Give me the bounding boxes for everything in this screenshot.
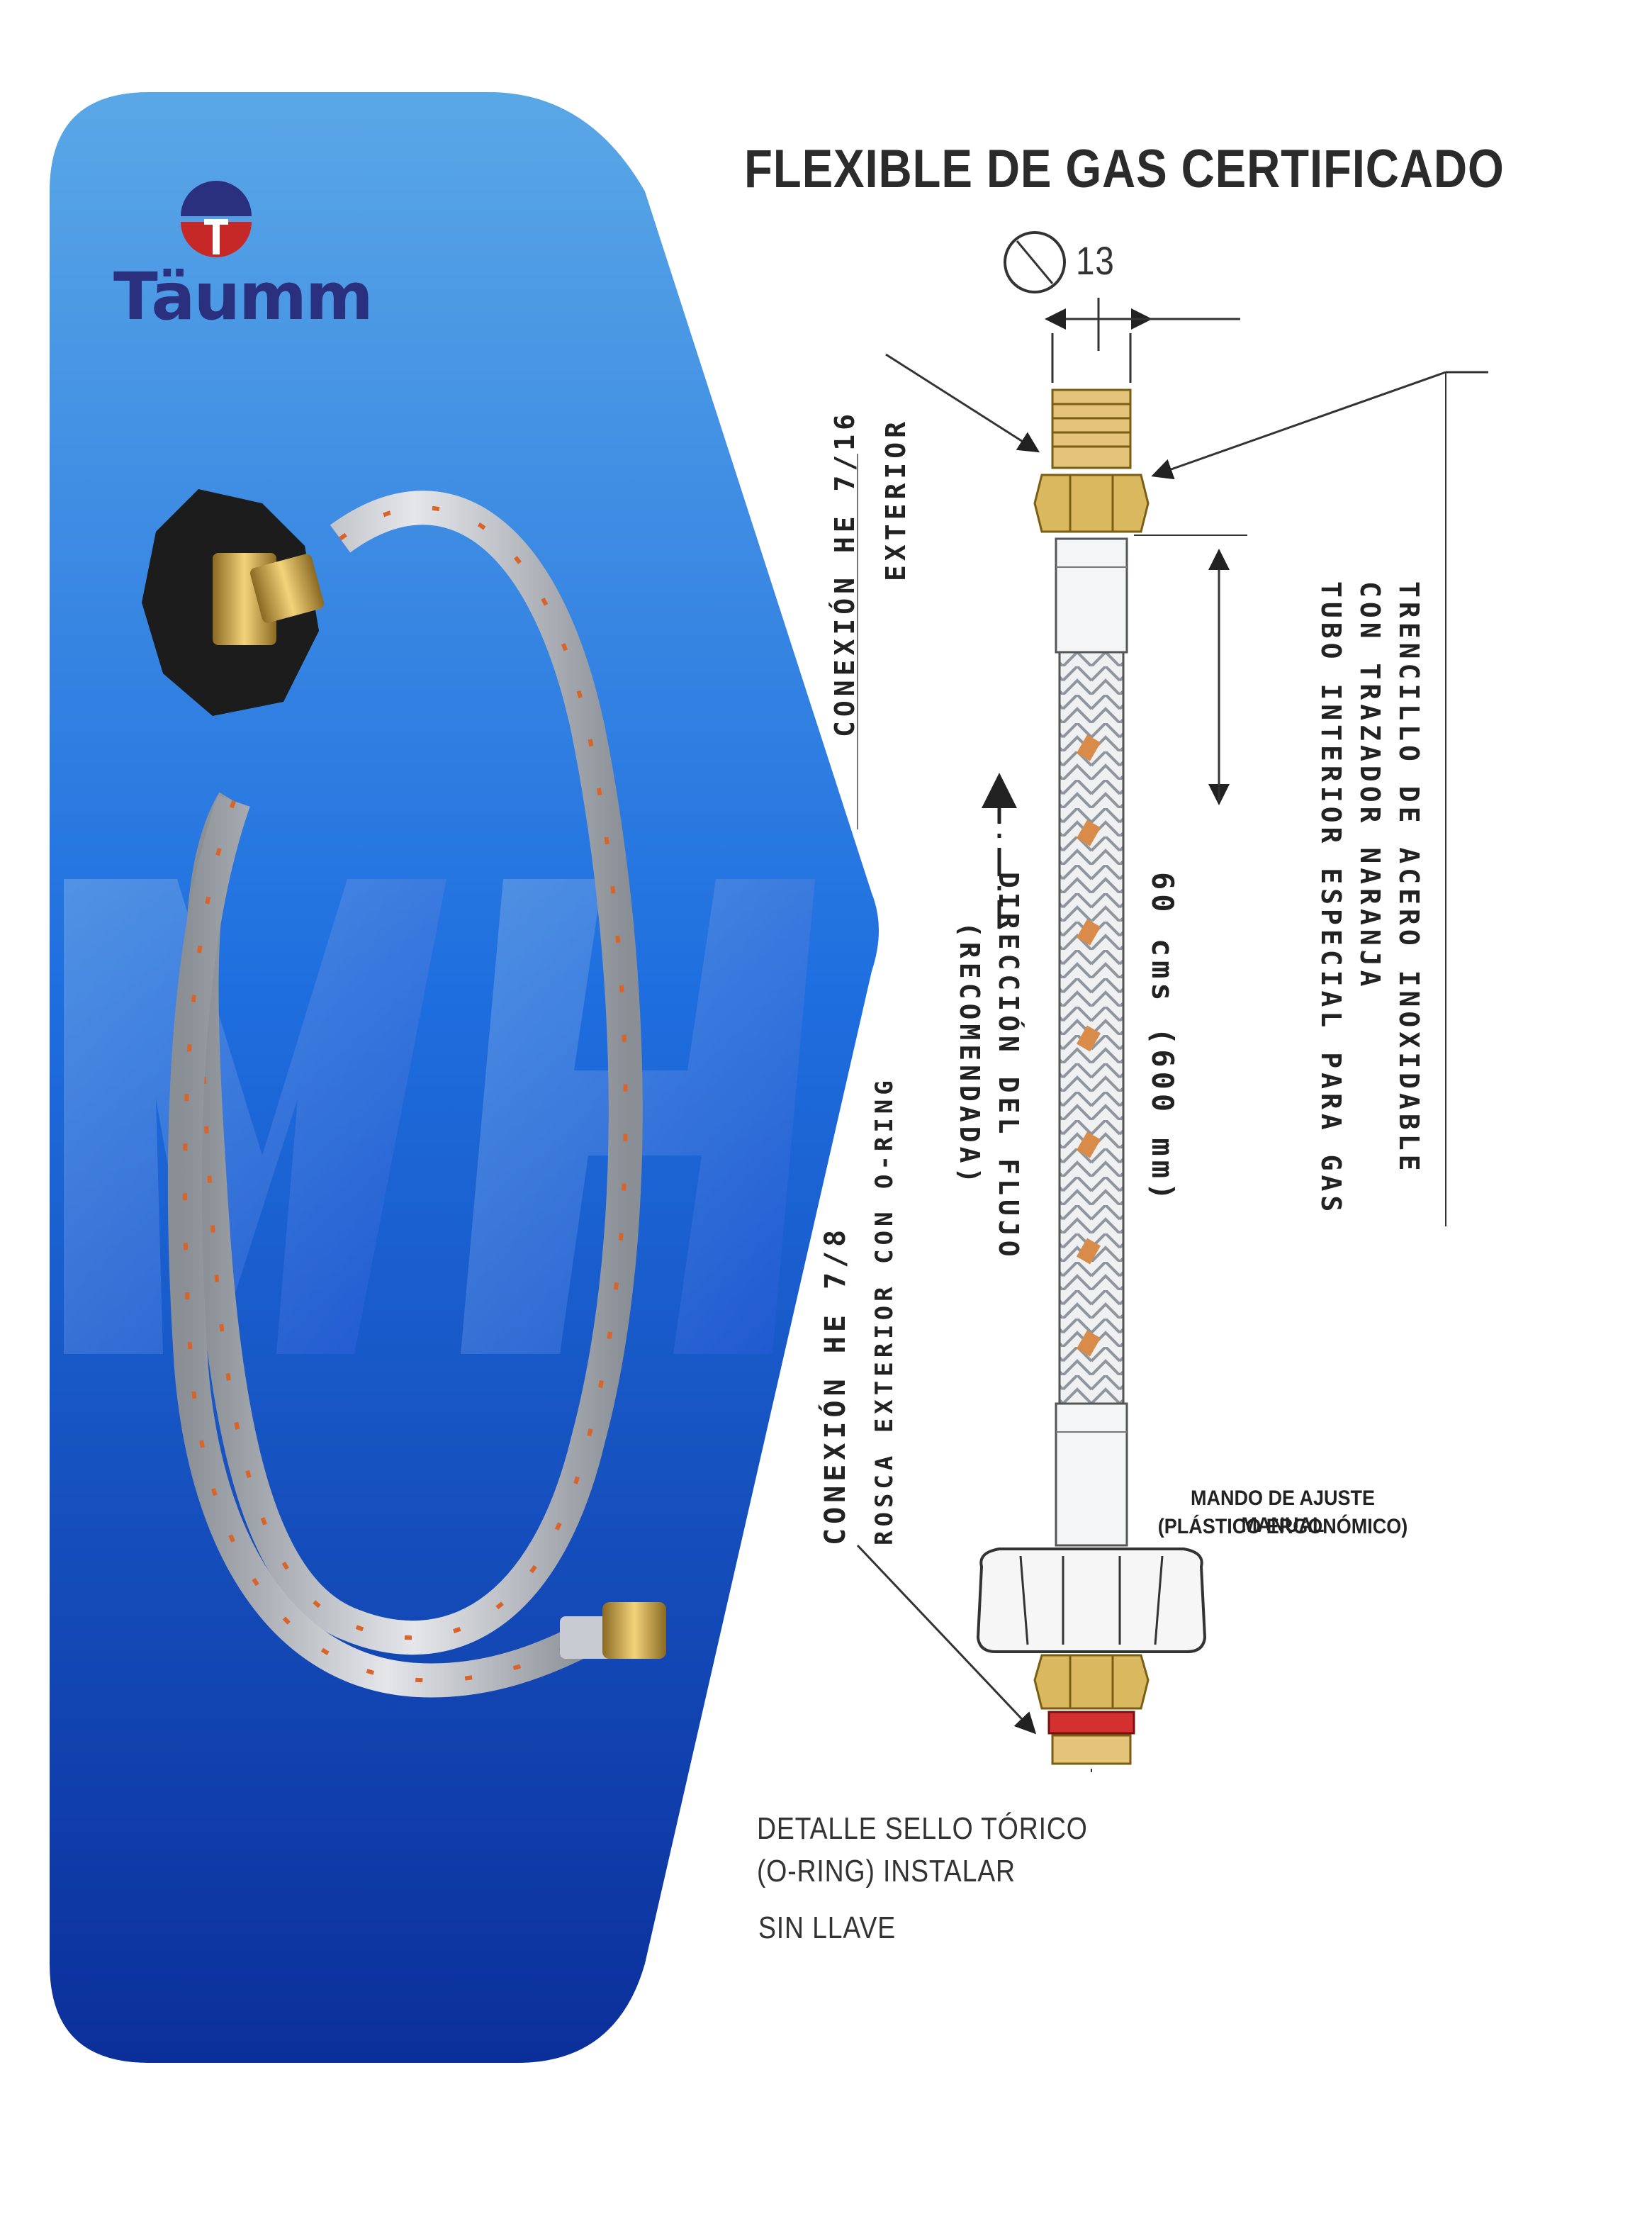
diameter-value: 13 (1076, 238, 1115, 283)
bottom-connection-label: CONEXIÓN HE 7/8 (819, 1225, 852, 1545)
bottom-connection-thread: ROSCA EXTERIOR CON O-RING (870, 1076, 899, 1545)
no-key-label: SIN LLAVE (758, 1910, 897, 1945)
material-label-1: TRENCILLO DE ACERO INOXIDABLE (1393, 581, 1425, 1175)
page-title: FLEXIBLE DE GAS CERTIFICADO (744, 139, 1505, 199)
oring-label-1: DETALLE SELLO TÓRICO (757, 1811, 1088, 1846)
hose-photo (142, 489, 666, 1698)
material-label-3: TUBO INTERIOR ESPECIAL PARA GAS (1315, 581, 1347, 1216)
top-connection-exterior: EXTERIOR (880, 417, 911, 581)
top-connection-label: CONEXIÓN HE 7/16 (829, 409, 860, 737)
flow-direction-label: DIRECCIÓN DEL FLUJO (993, 872, 1024, 1261)
diameter-icon (1004, 231, 1066, 293)
knob-label-1: MANDO DE AJUSTE MANUAL (1190, 1487, 1376, 1537)
taumm-logo-icon (181, 181, 252, 257)
hose-diagram (856, 231, 1488, 1772)
material-label-2: CON TRAZADOR NARANJA (1354, 581, 1386, 991)
knob-label-2: (PLÁSTICO ERGONÓMICO) (1157, 1515, 1408, 1538)
flow-direction-recommended: (RECOMENDADA) (954, 922, 985, 1188)
oring-label-2: (O-RING) INSTALAR (757, 1854, 1016, 1888)
length-label: 60 cms (600 mm) (1145, 872, 1180, 1205)
brand-panel (50, 92, 879, 2063)
brand-name: Täumm (113, 259, 373, 335)
